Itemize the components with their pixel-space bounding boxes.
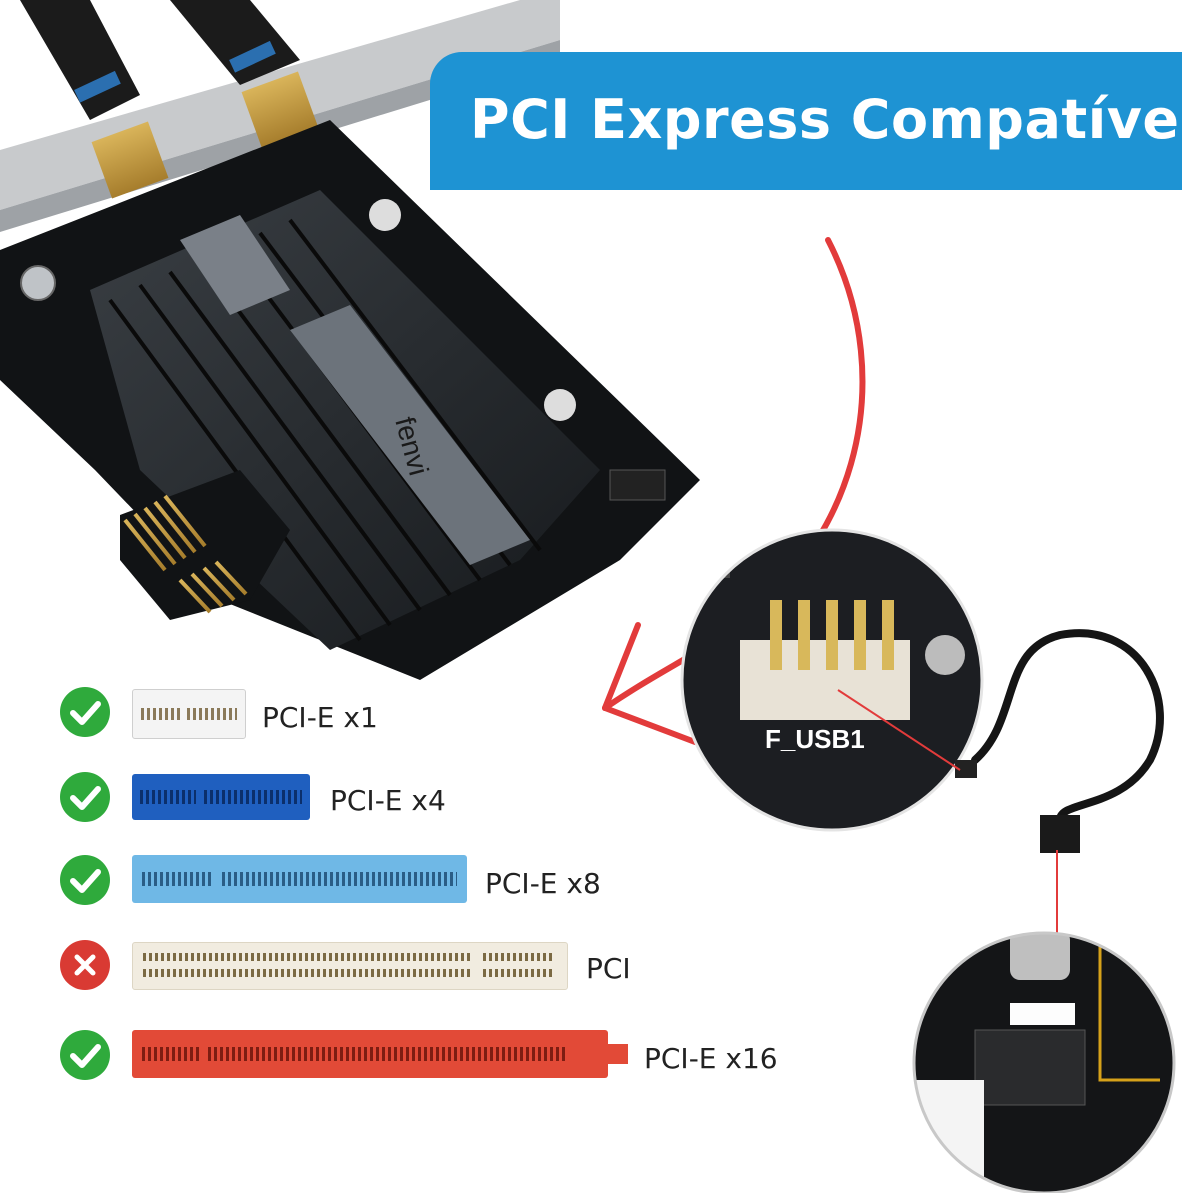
compat-banner (430, 52, 1182, 190)
check-icon (60, 687, 110, 737)
slot-latch-pcie-x16 (608, 1044, 628, 1064)
inset-power-connector (912, 931, 1176, 1193)
slot-graphic-pci (132, 942, 568, 990)
slot-label-pcie-x8: PCI-E x8 (485, 867, 601, 900)
check-icon (60, 855, 110, 905)
usb-cable (971, 629, 1164, 824)
wifi-card (0, 120, 700, 680)
slot-label-pcie-x4: PCI-E x4 (330, 784, 446, 817)
antenna-right (170, 0, 319, 149)
cross-icon (60, 940, 110, 990)
banner-title: PCI Express Compatível (470, 88, 1182, 151)
slot-graphic-pcie-x16 (132, 1030, 608, 1078)
cable-connectors (955, 760, 1080, 853)
slot-label-pci: PCI (586, 952, 631, 985)
slot-graphic-pcie-x8 (132, 855, 467, 903)
antenna-left (20, 0, 169, 199)
slot-graphic-pcie-x1 (132, 689, 246, 739)
check-icon (60, 1030, 110, 1080)
usb-header-label: F_USB1 (765, 724, 865, 754)
slot-label-pcie-x16: PCI-E x16 (644, 1042, 778, 1075)
inset-usb-header (680, 528, 984, 832)
slot-graphic-pcie-x4 (132, 774, 310, 820)
slot-label-pcie-x1: PCI-E x1 (262, 701, 378, 734)
check-icon (60, 772, 110, 822)
